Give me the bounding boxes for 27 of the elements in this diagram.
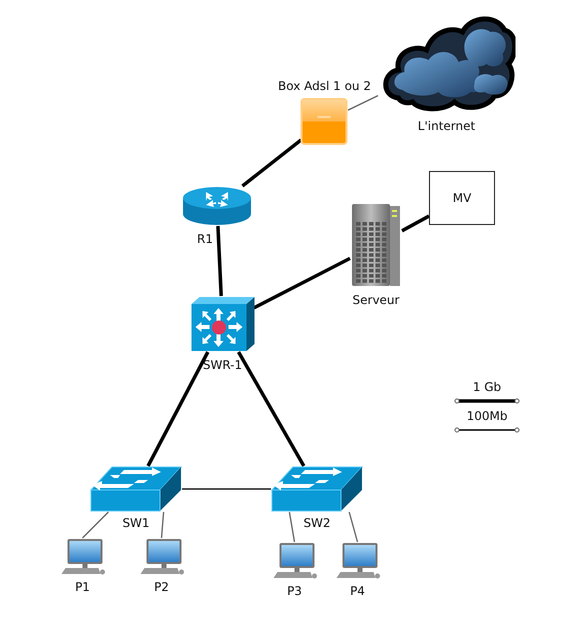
legend-label: 100Mb: [466, 409, 508, 424]
vm-label: MV: [452, 191, 472, 205]
network-link: [253, 256, 351, 310]
device-label: Box Adsl 1 ou 2: [278, 79, 371, 93]
network-link: [160, 512, 164, 538]
vm-box: [429, 171, 495, 225]
device-label: R1: [197, 232, 213, 246]
device-label: L'internet: [418, 119, 476, 133]
network-link: [146, 351, 210, 467]
network-link: [82, 512, 109, 538]
network-link: [288, 512, 296, 542]
network-link: [241, 138, 302, 188]
device-label: P4: [350, 584, 365, 598]
device-label: SW2: [303, 516, 331, 530]
device-label: Serveur: [352, 293, 400, 307]
device-label: P1: [75, 580, 90, 594]
device-label: P2: [154, 580, 169, 594]
network-link: [348, 95, 378, 111]
legend-label: 1 Gb: [472, 380, 502, 395]
device-label: P3: [287, 584, 302, 598]
network-link: [182, 488, 271, 490]
device-label: SWR-1: [202, 358, 242, 372]
network-link: [401, 214, 430, 232]
network-link: [237, 351, 306, 467]
network-link: [348, 512, 358, 542]
device-label: SW1: [122, 516, 150, 530]
network-link: [216, 226, 223, 296]
